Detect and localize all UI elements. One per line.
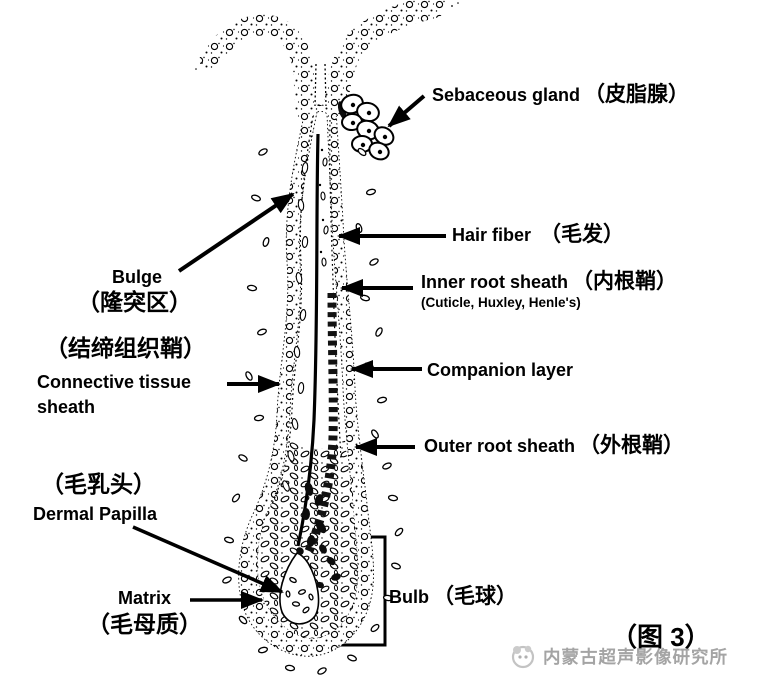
label-dermal-papilla-en: Dermal Papilla [33, 504, 158, 524]
label-outer-root-sheath-en: Outer root sheath [424, 436, 576, 456]
sebaceous-gland-drawing [337, 93, 395, 161]
label-sebaceous-gland-cn: （皮脂腺） [584, 83, 690, 106]
sebaceous-gland-arrow [387, 94, 426, 128]
watermark-text: 内蒙古超声影像研究所 [543, 646, 728, 667]
label-outer-root-sheath-cn: （外根鞘） [579, 434, 685, 457]
label-outer-root-sheath: Outer root sheath （外根鞘） [424, 433, 684, 459]
label-connective-tissue-en: Connective tissue sheath [37, 370, 191, 420]
label-bulb-cn: （毛球） [433, 585, 517, 608]
dermal-papilla-arrow [132, 525, 284, 594]
label-sebaceous-gland-en: Sebaceous gland [432, 85, 581, 105]
label-matrix-cn: （毛母质） [87, 611, 202, 637]
label-bulb-en: Bulb [389, 587, 429, 607]
label-bulge-cn: （隆突区） [77, 289, 192, 315]
label-bulge-en: Bulge [112, 267, 163, 287]
label-connective-tissue-cn: （结缔组织鞘） [45, 335, 206, 361]
matrix-dark-cells [296, 482, 341, 589]
label-dermal-papilla-cn: （毛乳头） [41, 471, 156, 497]
label-inner-root-sheath-cn: （内根鞘） [572, 270, 678, 293]
label-matrix-en: Matrix [118, 588, 172, 608]
hair-fiber-shaft [296, 133, 320, 547]
companion-layer-column [304, 292, 338, 553]
watermark-logo-icon [508, 641, 538, 671]
label-inner-root-sheath: Inner root sheath （内根鞘） (Cuticle, Huxley… [421, 269, 677, 311]
label-hair-fiber: Hair fiber （毛发） [452, 222, 624, 248]
label-inner-root-sheath-en: Inner root sheath [421, 272, 569, 292]
figure-number: （图 3） [611, 622, 711, 652]
connective-tissue-cells [222, 147, 404, 675]
epidermis-surface [195, 0, 459, 121]
label-connective-tissue-en-line2: sheath [37, 397, 96, 417]
label-bulb: Bulb （毛球） [389, 584, 517, 610]
label-sebaceous-gland: Sebaceous gland （皮脂腺） [432, 82, 689, 108]
label-companion-layer-en: Companion layer [427, 360, 574, 380]
label-inner-root-sheath-sub: (Cuticle, Huxley, Henle's) [421, 295, 581, 310]
label-hair-fiber-cn: （毛发） [540, 223, 625, 246]
hair-canal [314, 63, 327, 107]
pointer-arrows [132, 94, 446, 609]
shaft-cell-dots [318, 148, 325, 254]
bulge-arrow [177, 192, 295, 273]
label-companion-layer: Companion layer [427, 359, 573, 381]
watermark: 内蒙古超声影像研究所 [508, 641, 728, 671]
label-connective-tissue-en-line1: Connective tissue [37, 372, 192, 392]
label-hair-fiber-en: Hair fiber [452, 225, 532, 245]
